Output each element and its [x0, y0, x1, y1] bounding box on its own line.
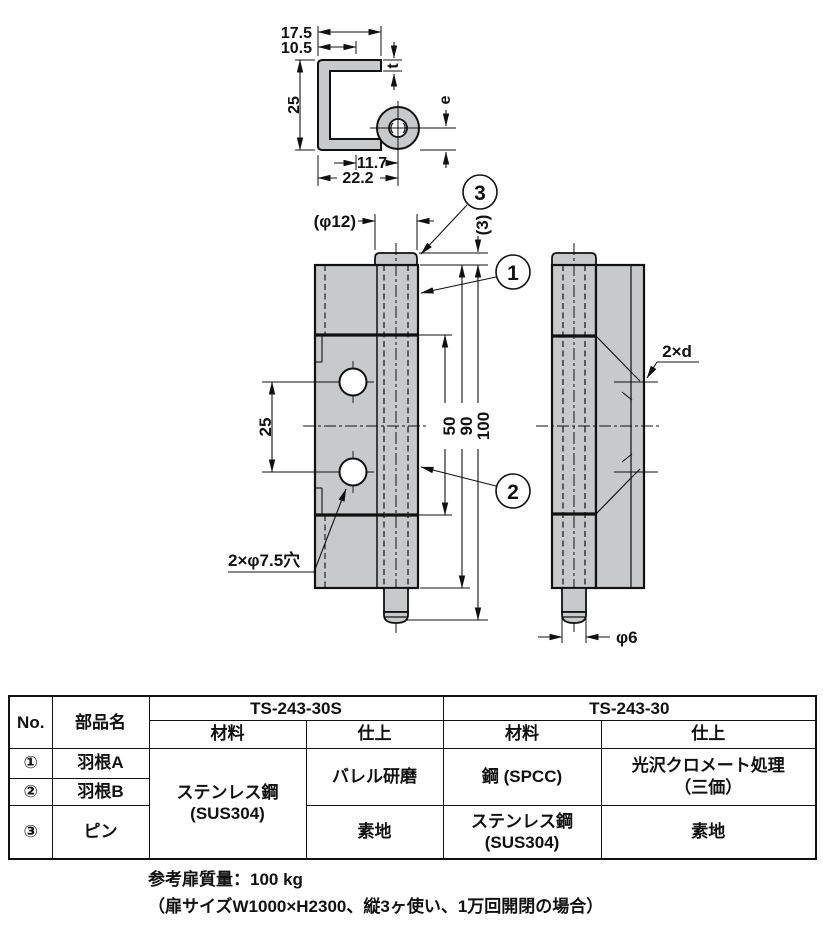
cell-std-material-ab: 鋼 (SPCC) — [442, 747, 602, 806]
col-header-model-s: TS-243-30S — [148, 695, 444, 721]
front-view: 25 (φ12) (3) 50 90 100 2×φ7.5穴 — [228, 212, 493, 634]
cell-s-finish-pin: 素地 — [305, 804, 444, 860]
cell-s-material: ステンレス鋼 (SUS304) — [148, 747, 307, 860]
cell-std-finish-ab-line1: 光沢クロメート処理 — [631, 756, 785, 776]
cell-part-2: 羽根B — [51, 777, 150, 806]
dim-cap-3: (3) — [473, 215, 492, 236]
cell-s-finish-ab: バレル研磨 — [305, 747, 444, 806]
cell-no-3: ③ — [8, 804, 53, 860]
col-header-part-name: 部品名 — [51, 695, 150, 749]
col-header-material-std: 材料 — [442, 719, 602, 749]
reference-notes: 参考扉質量：100 kg （扉サイズW1000×H2300、縦3ヶ使い、1万回開… — [148, 866, 603, 920]
side-pin-bottom — [561, 587, 587, 613]
col-header-finish-std: 仕上 — [600, 719, 817, 749]
label-2xd: 2×d — [662, 342, 692, 361]
col-header-material-s: 材料 — [148, 719, 307, 749]
table-row: ① 羽根A ステンレス鋼 (SUS304) バレル研磨 鋼 (SPCC) 光沢ク… — [8, 747, 817, 860]
cell-std-finish-ab-line2: （三価） — [674, 777, 743, 797]
part-balloons: 3 1 2 — [420, 174, 531, 509]
dim-thickness-t: t — [385, 63, 402, 69]
pin-bottom — [383, 587, 409, 613]
cell-std-material-pin-line1: ステンレス鋼 — [471, 811, 574, 831]
cell-std-finish-ab: 光沢クロメート処理 （三価） — [600, 747, 817, 806]
label-holes: 2×φ7.5穴 — [228, 550, 300, 570]
col-header-finish-s: 仕上 — [305, 719, 444, 749]
cell-no-1: ① — [8, 747, 53, 779]
dim-100: 100 — [474, 412, 493, 440]
hole-upper — [338, 367, 368, 397]
technical-drawing: 17.5 10.5 25 t e 11.7 22.2 — [228, 25, 699, 647]
cell-s-material-line1: ステンレス鋼 — [176, 783, 279, 802]
side-view: 2×d φ6 — [536, 243, 699, 647]
dim-90: 90 — [457, 417, 476, 436]
dim-22-2: 22.2 — [342, 170, 373, 187]
dim-50: 50 — [440, 417, 459, 436]
cell-part-3: ピン — [51, 804, 150, 860]
table-row: ③ ピン 素地 ステンレス鋼 (SUS304) 素地 — [8, 804, 817, 860]
col-header-model-std: TS-243-30 — [442, 695, 817, 721]
balloon-3 — [462, 174, 498, 210]
dim-pitch-25: 25 — [256, 418, 275, 437]
cell-std-material-pin-line2: (SUS304) — [484, 832, 560, 852]
parts-table: No. 部品名 TS-243-30S TS-243-30 材料 仕上 材料 仕上… — [8, 695, 818, 860]
note-door-conditions: （扉サイズW1000×H2300、縦3ヶ使い、1万回開閉の場合） — [148, 897, 604, 917]
note-door-mass: 参考扉質量：100 kg — [148, 870, 303, 889]
cell-s-material-line2: (SUS304) — [190, 804, 265, 824]
balloon-3-label: 3 — [474, 182, 486, 205]
balloon-2-label: 2 — [507, 481, 519, 504]
cell-part-1: 羽根A — [51, 747, 150, 779]
dim-edge-e: e — [437, 95, 454, 104]
dim-height-25: 25 — [286, 96, 303, 114]
cell-std-material-pin: ステンレス鋼 (SUS304) — [442, 804, 602, 860]
leaf-profile — [317, 59, 382, 151]
cell-std-finish-pin: 素地 — [600, 804, 817, 860]
col-header-no: No. — [8, 695, 53, 749]
hole-lower — [338, 457, 368, 487]
detail-section-view: 17.5 10.5 25 t e 11.7 22.2 — [281, 25, 456, 187]
balloon-2 — [495, 473, 531, 509]
balloon-1 — [495, 254, 531, 290]
cell-no-2: ② — [8, 777, 53, 806]
dim-10-5: 10.5 — [281, 40, 312, 57]
dim-phi6: φ6 — [616, 628, 638, 647]
balloon-1-label: 1 — [507, 262, 519, 285]
dim-phi12: (φ12) — [314, 212, 356, 231]
dim-17-5: 17.5 — [281, 25, 312, 42]
dim-11-7: 11.7 — [357, 155, 387, 172]
table-row: ② 羽根B — [8, 777, 816, 806]
parts-table-wrap: No. 部品名 TS-243-30S TS-243-30 材料 仕上 材料 仕上… — [8, 695, 818, 860]
